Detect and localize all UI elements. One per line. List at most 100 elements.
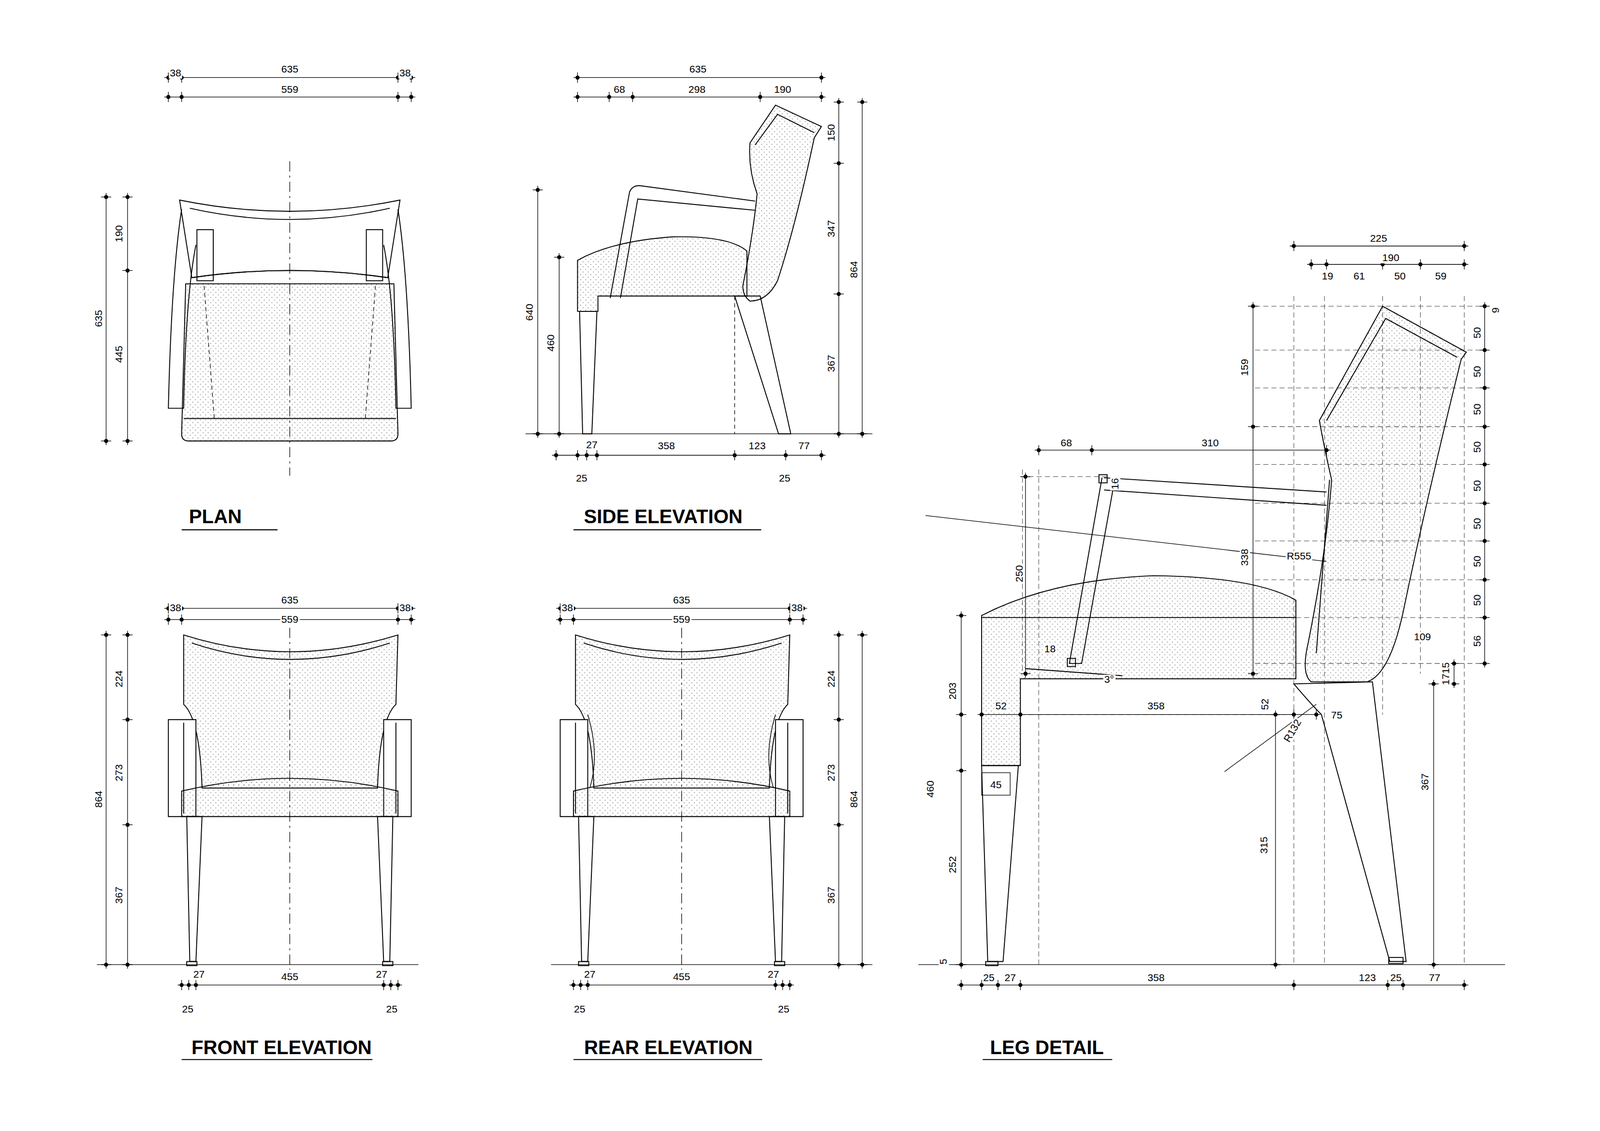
dimension-dot [125, 822, 130, 827]
dimension-dot [193, 983, 198, 987]
dimension-dot [594, 453, 599, 457]
dimension-text: 27 [585, 440, 599, 451]
dimension-text: 358 [656, 440, 676, 452]
dimension-dot [179, 94, 184, 99]
dimension-text: 52 [1260, 697, 1271, 712]
dimension-dot [1314, 712, 1319, 717]
dimension-dot [1018, 712, 1023, 717]
dimension-line [127, 192, 128, 445]
dimension-dot [381, 983, 386, 987]
dimension-text: 45 [989, 779, 1003, 791]
dimension-dot [396, 94, 400, 99]
dimension-text: 298 [687, 84, 707, 95]
dimension-text: 5 [938, 957, 949, 966]
dimension-dot [125, 962, 130, 967]
dimension-text: 38 [398, 603, 412, 614]
dimension-dot [1273, 962, 1278, 967]
drawing-stroke [181, 529, 278, 531]
dimension-line [105, 192, 107, 445]
dimension-line [977, 714, 1321, 715]
dimension-dot [979, 712, 984, 717]
dimension-dot [819, 75, 824, 80]
dimension-dot [1482, 501, 1487, 506]
drawing-stroke [981, 616, 1296, 618]
dimension-dot [836, 292, 841, 296]
dimension-text: 27 [374, 969, 389, 980]
dimension-text: 27 [583, 969, 597, 980]
drawing-stroke [1293, 681, 1407, 962]
drawing-stroke [1388, 957, 1404, 964]
dimension-dot [103, 194, 108, 199]
dimension-dot [1462, 244, 1467, 249]
drawing-stroke [96, 964, 419, 965]
dimension-line [164, 96, 416, 98]
dimension-line [862, 631, 863, 969]
dimension-dot [860, 962, 865, 967]
dimension-dot [1291, 983, 1296, 987]
dimension-text: 460 [925, 779, 936, 799]
dimension-line [1034, 449, 1331, 451]
leg-detail-view [918, 295, 1505, 1060]
drawing-stroke [577, 236, 747, 312]
dimension-dot [409, 94, 413, 99]
dimension-dot [571, 983, 576, 987]
dimension-dot [819, 94, 824, 99]
dimension-text: 635 [688, 64, 708, 75]
dimension-text: 252 [947, 854, 958, 874]
dimension-text: 50 [1472, 325, 1483, 340]
drawing-stroke [1099, 474, 1108, 484]
dimension-text: 25 [777, 473, 792, 485]
dimension-text: 25 [574, 473, 589, 485]
dimension-dot [125, 632, 130, 637]
dimension-dot [1291, 712, 1296, 717]
dimension-dot [585, 983, 590, 987]
dimension-dot [1309, 262, 1314, 267]
dimension-dot [1250, 424, 1255, 429]
dimension-dot [836, 717, 841, 722]
drawing-stroke [181, 1058, 373, 1060]
drawing-stroke [981, 772, 1011, 795]
dimension-text: 50 [1472, 516, 1483, 531]
dimension-dot [630, 94, 635, 99]
dimension-dot [819, 453, 824, 457]
drawing-stroke [734, 295, 735, 434]
dimension-text: 203 [947, 681, 958, 701]
dimension-dot [959, 962, 964, 967]
dimension-dot [571, 617, 576, 622]
dimension-dot [860, 100, 865, 104]
dimension-dot [388, 983, 393, 987]
dimension-line [838, 631, 839, 969]
dimension-text: 50 [1472, 554, 1483, 569]
dimension-text: 224 [826, 669, 837, 689]
dimension-dot [836, 431, 841, 436]
drawing-stroke [560, 627, 804, 970]
dimension-line [1433, 679, 1434, 969]
dimension-line [569, 984, 794, 985]
dimension-text: 225 [1368, 233, 1388, 244]
dimension-text: 338 [1239, 547, 1250, 567]
dimension-text: 75 [1330, 710, 1344, 721]
dimension-dot [1462, 983, 1467, 987]
dimension-text: 635 [280, 595, 300, 606]
dimension-line [956, 984, 1468, 985]
dimension-text: 50 [1472, 440, 1483, 455]
dimension-text: 1715 [1440, 661, 1452, 687]
dimension-line [1275, 710, 1276, 969]
drawing-stroke [1316, 479, 1330, 654]
dimension-text: 864 [93, 789, 104, 809]
dimension-dot [836, 100, 841, 104]
drawing-stroke [925, 515, 1327, 562]
dimension-text: 310 [1200, 438, 1220, 449]
dimension-dot [1418, 262, 1423, 267]
drawing-stroke [1305, 306, 1467, 682]
dimension-text: 640 [524, 302, 535, 322]
drawing-stroke [168, 209, 196, 409]
dimension-text: 18 [1043, 644, 1057, 655]
drawing-stroke [366, 229, 383, 281]
dimension-dot [1250, 304, 1255, 309]
dimension-line [838, 98, 839, 439]
dimension-dot [1431, 681, 1436, 686]
dimension-text: 25 [572, 1004, 587, 1015]
dimension-dot [396, 983, 400, 987]
dimension-dot [860, 632, 865, 637]
